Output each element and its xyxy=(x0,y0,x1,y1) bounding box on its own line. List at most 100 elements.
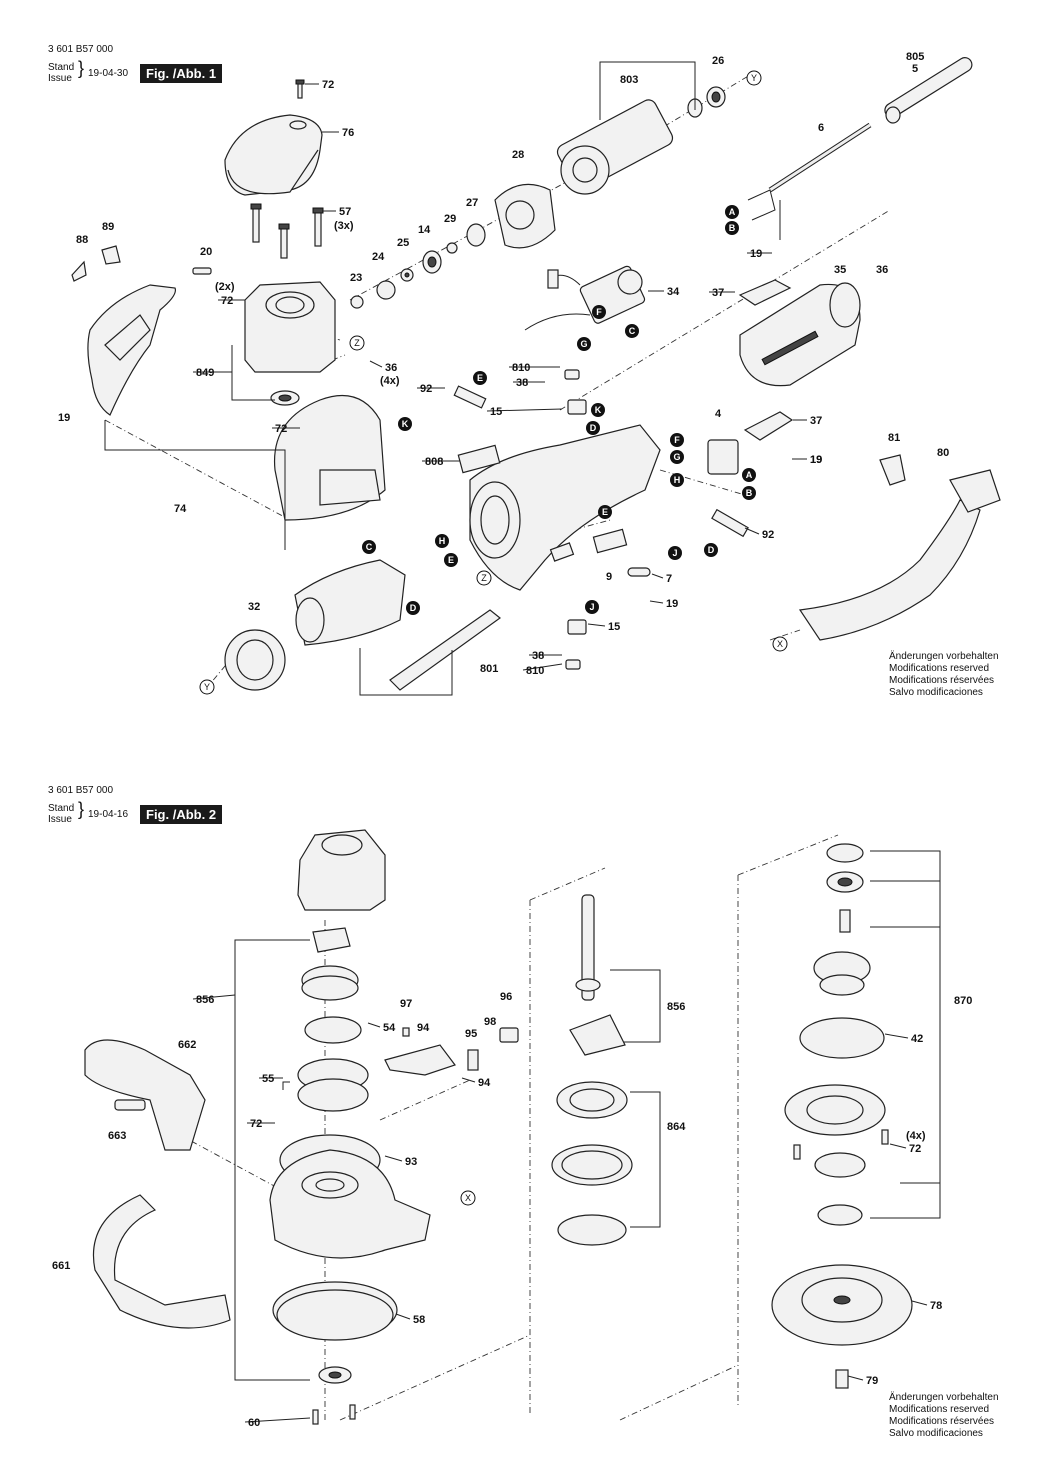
leader-line xyxy=(369,360,383,368)
stand-label: Stand xyxy=(48,62,75,73)
connector-marker xyxy=(577,337,591,351)
callout-label: 19 xyxy=(810,454,822,466)
callout-label: 74 xyxy=(174,503,187,515)
callout-label: 29 xyxy=(444,213,456,225)
notice-line: Modifications réservées xyxy=(889,1416,995,1427)
connector-letter: J xyxy=(589,602,594,612)
hose-80 xyxy=(798,454,1001,641)
connector-letter: E xyxy=(602,507,608,517)
callout-label: 55 xyxy=(262,1073,274,1085)
leader-line xyxy=(651,573,664,579)
callout-label: 35 xyxy=(834,264,846,276)
callout-label: 15 xyxy=(608,621,620,633)
callout-label: 4 xyxy=(715,408,722,420)
bevel-gear xyxy=(297,927,369,1112)
issue-label: Issue xyxy=(48,814,72,825)
connector-marker xyxy=(362,540,376,554)
shaft-805 xyxy=(884,57,973,124)
connector-letter: G xyxy=(580,339,587,349)
callout-label: 95 xyxy=(465,1028,477,1040)
connector-letter: D xyxy=(708,545,715,555)
callout-label: 78 xyxy=(930,1300,942,1312)
connector-marker xyxy=(772,636,788,652)
small-parts xyxy=(453,385,749,577)
callout-label: 5 xyxy=(912,63,918,75)
notice-line: Modifications réservées xyxy=(889,675,995,686)
callout-label: 856 xyxy=(196,994,214,1006)
connector-marker xyxy=(746,70,762,86)
leader-line xyxy=(744,527,760,535)
connector-letter: H xyxy=(439,536,446,546)
callout-label: 72 xyxy=(322,79,334,91)
issue-date: 19-04-30 xyxy=(88,68,129,79)
callout-label: 14 xyxy=(418,224,431,236)
connector-marker xyxy=(199,679,215,695)
connector-letter: B xyxy=(729,223,736,233)
callout-label: 72 xyxy=(250,1118,262,1130)
connector-marker xyxy=(349,335,365,351)
callout-label: 96 xyxy=(500,991,512,1003)
callout-label: 27 xyxy=(466,197,478,209)
connector-marker xyxy=(473,371,487,385)
clip-37 xyxy=(738,279,794,441)
callout-label: 37 xyxy=(810,415,822,427)
bracket-lines xyxy=(104,61,781,696)
notice-line: Modifications reserved xyxy=(889,1404,990,1415)
callout-label: 80 xyxy=(937,447,949,459)
brace: } xyxy=(78,58,85,78)
guard-74 xyxy=(273,394,386,521)
notice: Änderungen vorbehalten Modifications res… xyxy=(889,651,999,699)
connector-marker xyxy=(398,417,412,431)
connector-letter: X xyxy=(777,639,783,649)
bearing-60 xyxy=(312,1366,356,1425)
callout-label: 25 xyxy=(397,237,409,249)
leader-line xyxy=(847,1375,864,1381)
connector-letter: E xyxy=(477,373,483,383)
leader-line xyxy=(911,1300,928,1306)
connector-letter: G xyxy=(673,452,680,462)
switch-4 xyxy=(707,439,739,475)
connector-marker xyxy=(406,601,420,615)
callout-label: 72 xyxy=(275,423,287,435)
figure-label: Fig. /Abb. 2 xyxy=(140,805,223,824)
leader-line xyxy=(522,663,563,671)
leader-line xyxy=(884,1033,909,1039)
connector-letter: E xyxy=(448,555,454,565)
armature-803 xyxy=(556,86,726,195)
main-housing xyxy=(457,424,661,591)
connector-marker xyxy=(725,221,739,235)
leader-line xyxy=(367,1022,381,1028)
callout-label: (4x) xyxy=(906,1130,926,1142)
stand-label: Stand xyxy=(48,803,75,814)
callout-label: 72 xyxy=(909,1143,921,1155)
connector-marker xyxy=(670,450,684,464)
callout-label: 19 xyxy=(58,412,70,424)
notice-line: Modifications reserved xyxy=(889,663,990,674)
callout-label: 662 xyxy=(178,1039,196,1051)
callout-label: (3x) xyxy=(334,220,354,232)
connector-letter: K xyxy=(595,405,602,415)
leader-line xyxy=(244,1417,311,1423)
connector-marker xyxy=(598,505,612,519)
callout-label: 36 xyxy=(876,264,888,276)
connector-letter: C xyxy=(629,326,636,336)
callout-label: 803 xyxy=(620,74,638,86)
callout-label: 58 xyxy=(413,1314,425,1326)
callout-label: 661 xyxy=(52,1260,70,1272)
leader-line xyxy=(486,408,563,412)
pad-assembly xyxy=(771,843,913,1389)
notice-line: Salvo modificaciones xyxy=(889,687,983,698)
connector-marker xyxy=(592,305,606,319)
leader-line xyxy=(649,600,664,604)
seal-ring-58 xyxy=(272,1281,398,1341)
callout-label: (2x) xyxy=(215,281,235,293)
leader-line xyxy=(192,994,236,1000)
callout-label: 54 xyxy=(383,1022,396,1034)
callout-label: 28 xyxy=(512,149,524,161)
connector-letter: D xyxy=(410,603,417,613)
callout-label: 97 xyxy=(400,998,412,1010)
connector-letter: C xyxy=(366,542,373,552)
